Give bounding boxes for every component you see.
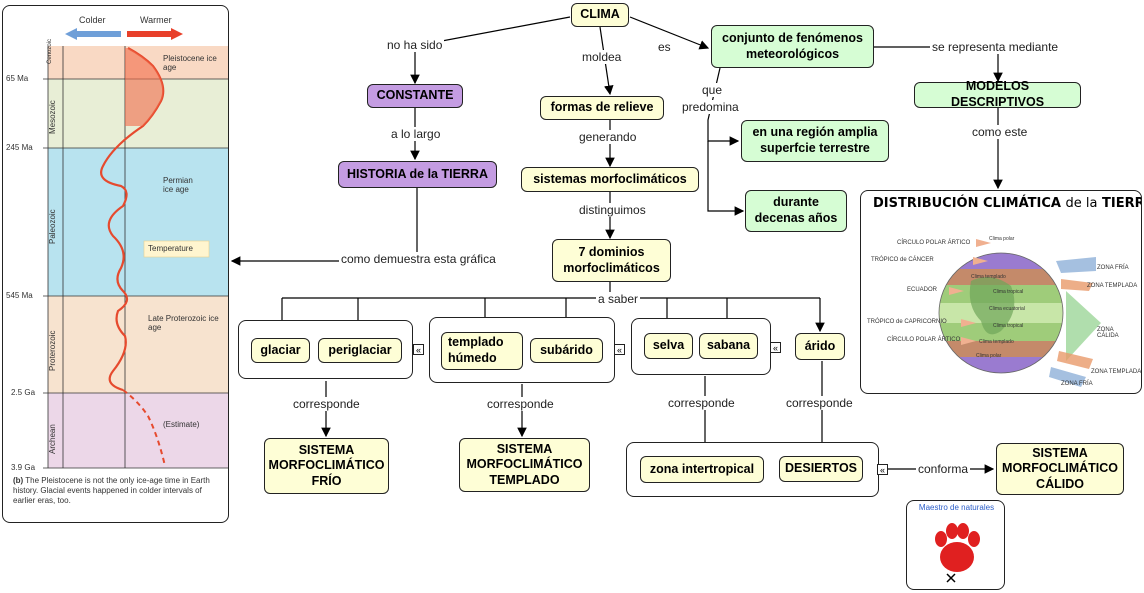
colder-label: Colder: [79, 15, 106, 25]
node-7-dominios[interactable]: 7 dominios morfoclimáticos: [552, 239, 671, 282]
node-conjunto-fenomenos[interactable]: conjunto de fenómenos meteorológicos: [711, 25, 874, 68]
node-zona-intertropical[interactable]: zona intertropical: [640, 456, 764, 483]
node-modelos-descriptivos[interactable]: MODELOS DESCRIPTIVOS: [914, 79, 1081, 109]
timeline-panel[interactable]: Colder Warmer 65 Ma 245 Ma 545 Ma 2.5 Ga: [2, 5, 229, 523]
link-label-como-este: como este: [970, 125, 1030, 140]
link-label-corresponde-2: corresponde: [485, 397, 556, 412]
label-zona-fria-n: ZONA FRÍA: [1097, 265, 1129, 271]
node-sistemas-morfoclimaticos[interactable]: sistemas morfoclimáticos: [521, 167, 699, 192]
label-circulo-polar-artico-n: CÍRCULO POLAR ÁRTICO: [897, 240, 971, 246]
age-tick-545ma: 545 Ma: [6, 291, 33, 300]
node-glaciar[interactable]: glaciar: [251, 338, 310, 363]
link-label-moldea: moldea: [580, 50, 624, 65]
era-cenozoic: Cenozoic: [47, 38, 53, 64]
expand-icon[interactable]: «: [770, 342, 781, 353]
age-tick-3-9ga: 3.9 Ga: [11, 463, 36, 472]
node-decenas-anos[interactable]: durante decenas años: [745, 190, 847, 232]
link-label-se-representa: se representa mediante: [930, 40, 1061, 55]
era-proterozoic: Proterozoic: [48, 330, 57, 371]
warmer-label: Warmer: [140, 15, 172, 25]
permian-ice-age-label: Permian ice age: [163, 176, 193, 194]
link-label-conforma: conforma: [916, 462, 971, 477]
node-sabana[interactable]: sabana: [699, 333, 758, 359]
link-label-a-saber: a saber: [596, 292, 641, 307]
node-templado-humedo[interactable]: templado húmedo: [441, 332, 523, 370]
band-clima-tropical-s: Clima tropical: [993, 323, 1024, 329]
band-clima-tropical-n: Clima tropical: [993, 289, 1024, 295]
node-desiertos[interactable]: DESIERTOS: [779, 456, 863, 482]
link-label-no-ha-sido: no ha sido: [385, 38, 445, 53]
era-mesozoic: Mesozoic: [48, 100, 57, 134]
label-circulo-polar-artico-s: CÍRCULO POLAR ÁRTICO: [887, 337, 961, 343]
paw-logo-icon: [935, 523, 980, 583]
caption-text: The Pleistocene is not the only ice-age …: [13, 476, 210, 505]
label-zona-fria-s: ZONA FRÍA: [1061, 381, 1093, 387]
node-clima[interactable]: CLIMA: [571, 3, 629, 27]
estimate-label: (Estimate): [163, 420, 200, 429]
label-tropico-cancer: TRÓPICO de CÁNCER: [871, 257, 934, 263]
expand-icon[interactable]: «: [614, 344, 625, 355]
link-label-corresponde-1: corresponde: [291, 397, 362, 412]
link-label-predomina: predomina: [680, 100, 741, 115]
climate-map-panel[interactable]: DISTRIBUCIÓN CLIMÁTICA de la TIERRA: [860, 190, 1142, 394]
link-label-corresponde-4: corresponde: [784, 396, 855, 411]
node-formas-relieve[interactable]: formas de relieve: [540, 96, 664, 120]
node-sistema-templado[interactable]: SISTEMA MORFOCLIMÁTICO TEMPLADO: [459, 438, 590, 492]
node-historia-tierra[interactable]: HISTORIA de la TIERRA: [338, 161, 497, 188]
node-region-amplia[interactable]: en una región amplia superfcie terrestre: [741, 120, 889, 162]
age-tick-2-5ga: 2.5 Ga: [11, 388, 36, 397]
link-label-distinguimos: distinguimos: [577, 203, 648, 218]
node-sistema-frio[interactable]: SISTEMA MORFOCLIMÁTICO FRÍO: [264, 438, 389, 494]
logo-text: Maestro de naturales: [918, 503, 995, 512]
node-periglaciar[interactable]: periglaciar: [318, 338, 402, 363]
link-label-como-demuestra: como demuestra esta gráfica: [339, 252, 498, 267]
link-label-generando: generando: [577, 130, 639, 145]
node-subarido[interactable]: subárido: [530, 338, 603, 363]
label-tropico-capricornio: TRÓPICO de CAPRICORNIO: [867, 319, 947, 325]
link-label-que: que: [700, 83, 725, 98]
temperature-timeline-graphic: [43, 28, 228, 469]
node-selva[interactable]: selva: [644, 333, 693, 359]
age-tick-245ma: 245 Ma: [6, 143, 33, 152]
caption-letter: (b): [13, 476, 24, 485]
band-clima-templado-n: Clima templado: [971, 274, 1006, 280]
label-zona-templada-n: ZONA TEMPLADA: [1087, 283, 1138, 289]
climate-globe-graphic: [938, 239, 1101, 387]
band-clima-templado-s: Clima templado: [979, 339, 1014, 345]
expand-icon[interactable]: «: [413, 344, 424, 355]
late-proterozoic-label: Late Proterozoic ice age: [148, 314, 219, 332]
node-sistema-calido[interactable]: SISTEMA MORFOCLIMÁTICO CÁLIDO: [996, 443, 1124, 495]
pleistocene-ice-age-label: Pleistocene ice age: [163, 54, 217, 72]
link-label-es: es: [656, 40, 673, 55]
expand-icon[interactable]: «: [877, 464, 888, 475]
logo-panel[interactable]: Maestro de naturales: [906, 500, 1005, 590]
band-clima-ecuatorial: Clima ecuatorial: [989, 306, 1025, 312]
era-paleozoic: Paleozoic: [48, 209, 57, 244]
label-zona-templada-s: ZONA TEMPLADA: [1091, 369, 1142, 375]
climate-map-title: DISTRIBUCIÓN CLIMÁTICA de la TIERRA: [873, 196, 1141, 211]
node-arido[interactable]: árido: [795, 333, 845, 360]
link-label-corresponde-3: corresponde: [666, 396, 737, 411]
node-constante[interactable]: CONSTANTE: [367, 84, 463, 108]
link-label-a-lo-largo: a lo largo: [389, 127, 443, 142]
temperature-label: Temperature: [148, 244, 193, 253]
age-tick-65ma: 65 Ma: [6, 74, 29, 83]
timeline-caption: (b) The Pleistocene is not the only ice-…: [13, 476, 225, 506]
label-zona-calida: ZONA CÁLIDA: [1097, 327, 1119, 339]
band-clima-polar-s: Clima polar: [976, 353, 1002, 359]
band-clima-polar-n: Clima polar: [989, 236, 1015, 242]
era-archean: Archean: [48, 424, 57, 454]
label-ecuador: ECUADOR: [907, 287, 938, 293]
